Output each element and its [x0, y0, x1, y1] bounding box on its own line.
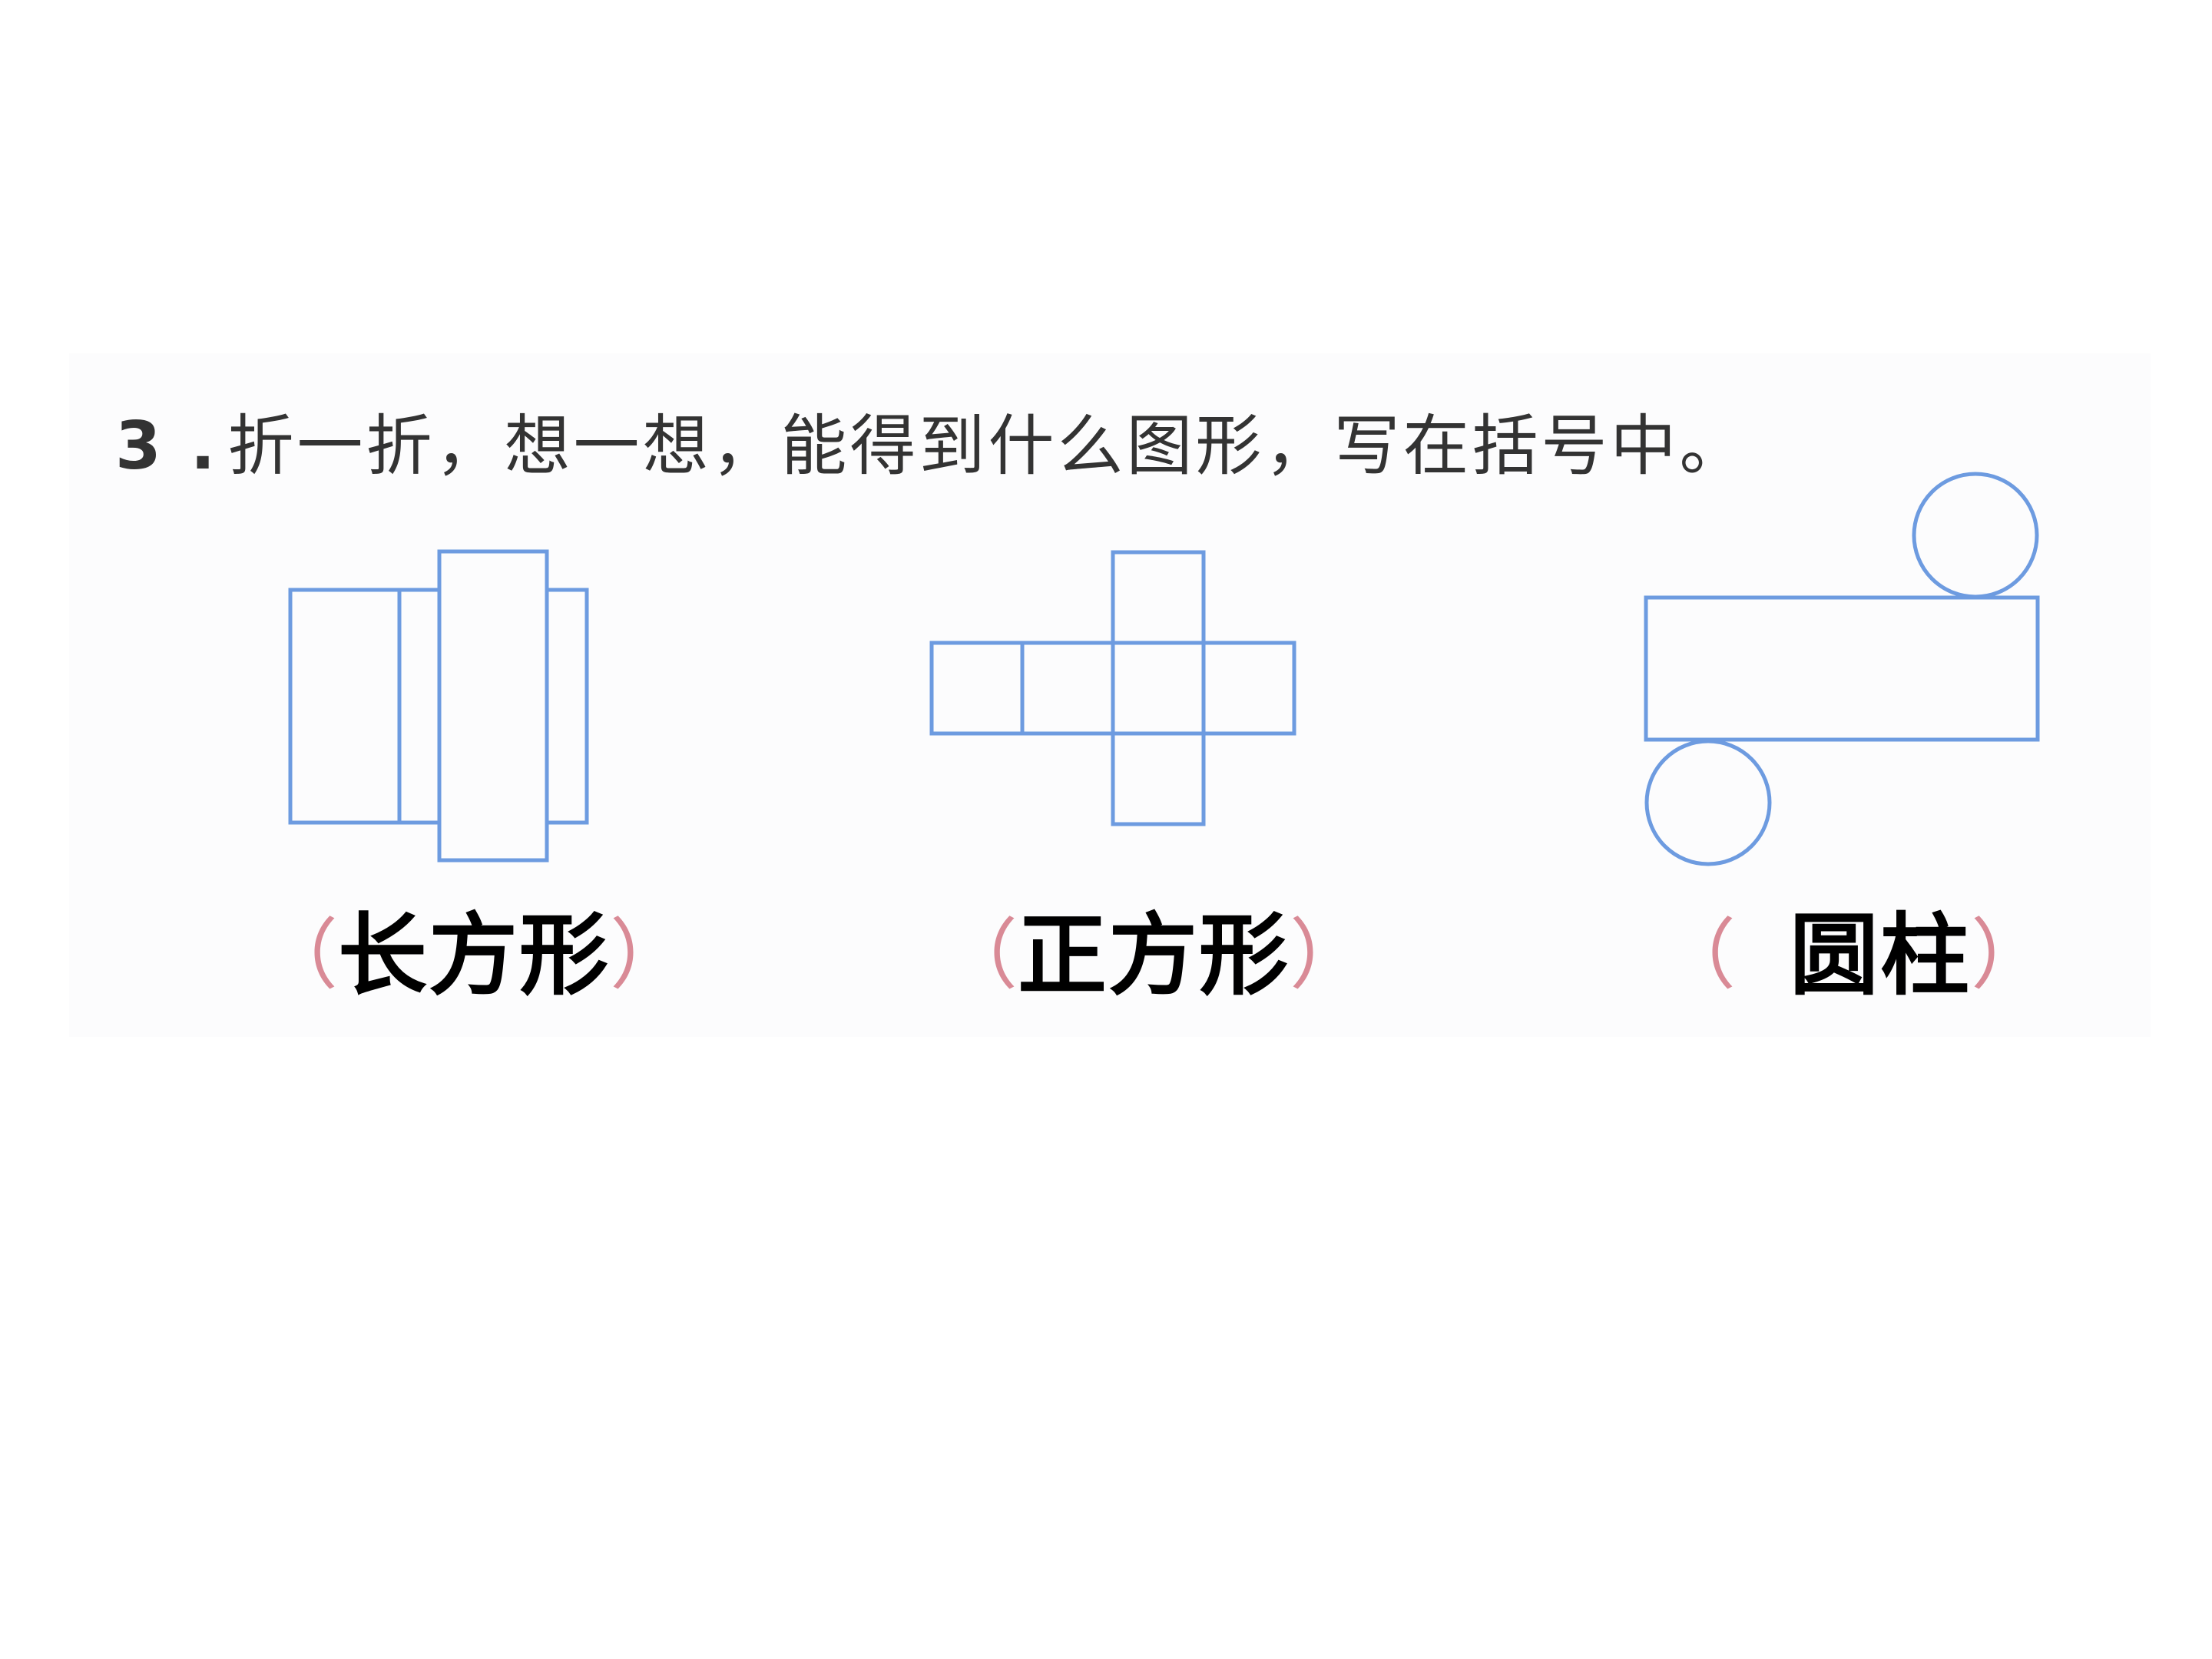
- cylinder-bottom-circle: [1644, 739, 1772, 866]
- cube-face-1: [929, 641, 1025, 736]
- cube-net: [929, 550, 1296, 826]
- cuboid-face-center-left: [397, 588, 442, 825]
- answer-1-open-paren: （: [261, 909, 338, 1000]
- answer-3-close-paren: ）: [1971, 909, 2048, 1000]
- cuboid-face-left: [288, 588, 402, 825]
- answer-3: （ 圆柱）: [1659, 883, 2048, 1012]
- answer-2-text: 正方形: [1018, 903, 1290, 1008]
- cube-face-bottom: [1111, 731, 1206, 826]
- answer-1-text: 长方形: [338, 903, 610, 1008]
- cylinder-net: [1644, 472, 2040, 866]
- question-prompt: 3 .折一折，想一想，能得到什么图形，写在括号中。: [115, 392, 1748, 488]
- answer-3-open-paren: （: [1659, 909, 1736, 1000]
- cube-face-3: [1111, 641, 1206, 736]
- answer-2-close-paren: ）: [1290, 909, 1366, 1000]
- question-text: 折一折，想一想，能得到什么图形，写在括号中。: [227, 408, 1749, 485]
- cube-face-4: [1201, 641, 1296, 736]
- answer-3-text: 圆柱: [1790, 903, 1971, 1008]
- cylinder-side: [1644, 595, 2040, 742]
- cube-face-2: [1020, 641, 1115, 736]
- cuboid-face-center: [437, 549, 549, 863]
- cuboid-net: [288, 549, 589, 863]
- cylinder-top-circle: [1912, 472, 2039, 599]
- question-number: 3 .: [115, 408, 219, 485]
- question-panel: [69, 353, 2151, 1037]
- answer-1-close-paren: ）: [610, 909, 687, 1000]
- answer-2-open-paren: （: [941, 909, 1018, 1000]
- cuboid-face-right: [545, 588, 589, 825]
- cube-face-top: [1111, 550, 1206, 645]
- answer-1: （长方形）: [261, 883, 687, 1012]
- answer-2: （正方形）: [941, 883, 1366, 1012]
